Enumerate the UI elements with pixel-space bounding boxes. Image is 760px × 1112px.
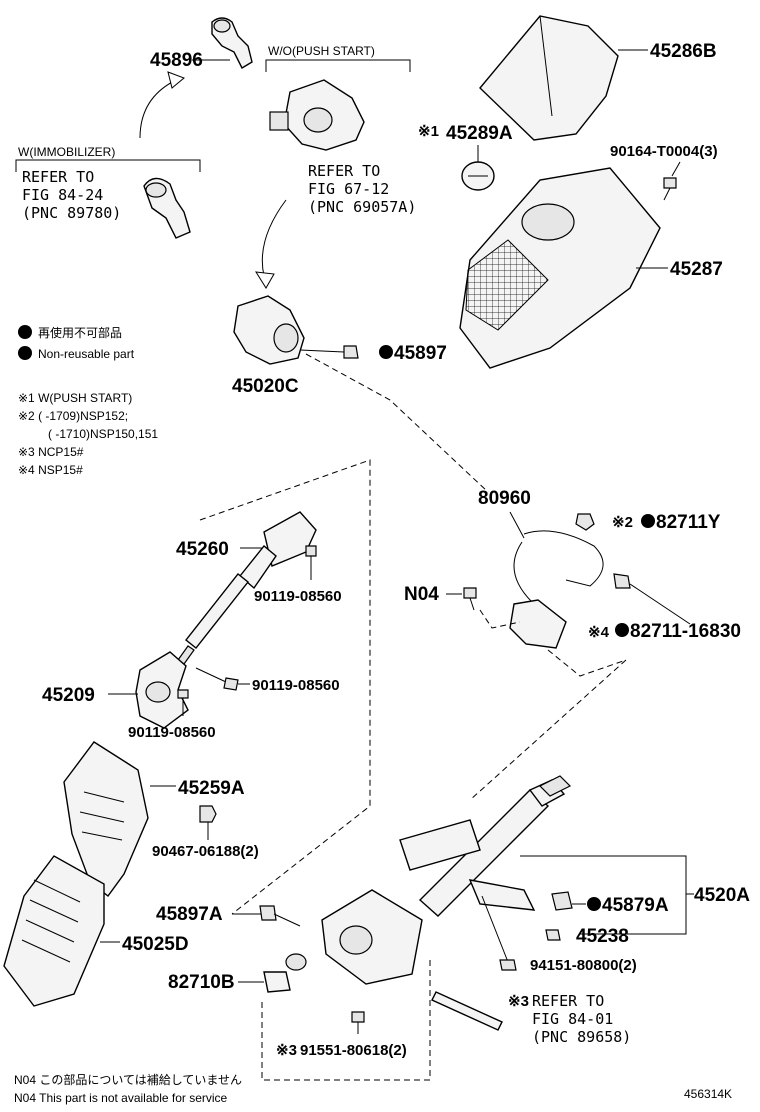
intermediate-shaft-45260 <box>177 511 317 665</box>
bolt-45897A <box>259 905 301 927</box>
svg-text:※3 NCP15#: ※3 NCP15# <box>18 445 84 459</box>
svg-text:REFER TO: REFER TO <box>22 168 94 186</box>
svg-text:※4 NSP15#: ※4 NSP15# <box>18 463 83 477</box>
non-reusable-dot-45879A <box>587 897 601 911</box>
bolt-91551 <box>351 1011 365 1034</box>
label-90119-c: 90119-08560 <box>128 724 216 741</box>
dashed-group-outline <box>199 459 371 915</box>
label-90119-a: 90119-08560 <box>254 588 342 605</box>
bolt-90119-c <box>177 689 189 716</box>
label-45879A: 45879A <box>602 895 669 916</box>
note-n04-jp: N04 この部品については補給していません <box>14 1072 242 1087</box>
lock-housing-45020C <box>233 295 305 365</box>
label-90119-b: 90119-08560 <box>252 677 340 694</box>
label-45020C: 45020C <box>232 376 299 397</box>
mark-3: ※3 <box>508 993 529 1010</box>
svg-text:REFER TO: REFER TO <box>532 992 604 1010</box>
note-n04-en: N04 This part is not available for servi… <box>14 1091 228 1105</box>
dashed-connector-2 <box>479 609 521 629</box>
label-45286B: 45286B <box>650 41 717 62</box>
nut-94151 <box>499 959 517 971</box>
bolt-45897 <box>299 345 359 359</box>
header-wo-push-start: W/O(PUSH START) <box>268 44 375 58</box>
clip-45879A <box>551 891 573 911</box>
universal-joint-45209 <box>135 651 189 729</box>
mark-4: ※4 <box>588 624 610 641</box>
label-45260: 45260 <box>176 539 229 560</box>
label-N04: N04 <box>404 584 439 605</box>
steering-lock-assembly <box>269 79 365 151</box>
svg-text:(PNC 89780): (PNC 89780) <box>22 204 121 222</box>
label-82711-16830: 82711-16830 <box>630 621 741 642</box>
header-w-immobilizer: W(IMMOBILIZER) <box>18 145 115 159</box>
svg-text:(PNC 89658): (PNC 89658) <box>532 1028 631 1046</box>
immobilizer-part <box>143 177 191 239</box>
arrow-curve-down <box>261 199 287 277</box>
dust-cover-45259A <box>63 741 149 897</box>
label-45259A: 45259A <box>178 778 245 799</box>
bolt-90119-b <box>195 667 239 691</box>
label-45025D: 45025D <box>122 934 189 955</box>
svg-text:FIG 84-24: FIG 84-24 <box>22 186 103 204</box>
boot-45025D <box>3 855 105 1007</box>
legend-jp: 再使用不可部品 <box>38 325 122 340</box>
ref-fig-84-01: REFER TO FIG 84-01 (PNC 89658) <box>532 992 631 1046</box>
label-4520A: 4520A <box>694 885 750 906</box>
dashed-connector-3 <box>469 649 627 801</box>
screw-90164 <box>663 177 677 201</box>
label-82711Y: 82711Y <box>656 512 721 533</box>
dashed-connector-1 <box>305 353 489 493</box>
diagram-code: 456314K <box>684 1087 732 1101</box>
svg-text:FIG 67-12: FIG 67-12 <box>308 180 389 198</box>
ref-fig-67-12: REFER TO FIG 67-12 (PNC 69057A) <box>308 162 416 216</box>
key-cylinder-45896 <box>211 17 253 69</box>
label-45289A: 45289A <box>446 123 513 144</box>
non-reusable-dot-45897 <box>379 345 393 359</box>
connector-82710B <box>263 953 307 993</box>
label-90467: 90467-06188(2) <box>152 843 259 860</box>
svg-text:※2 ( -1709)NSP152;: ※2 ( -1709)NSP152; <box>18 409 128 423</box>
nut-45238 <box>545 929 561 941</box>
legend-dot-jp <box>18 325 32 339</box>
bolt-90119-a <box>305 545 317 580</box>
label-94151: 94151-80800(2) <box>530 957 637 974</box>
screw-N04 <box>463 587 477 611</box>
non-reusable-dot-82711Y <box>641 514 655 528</box>
label-45209: 45209 <box>42 685 95 706</box>
bracket-ref <box>431 991 503 1031</box>
lower-cover-45287 <box>459 167 661 369</box>
upper-cover-45286B <box>479 15 619 141</box>
svg-text:FIG 84-01: FIG 84-01 <box>532 1010 613 1028</box>
label-45897A: 45897A <box>156 904 223 925</box>
clip-82711Y <box>575 513 595 531</box>
cover-45289A <box>461 161 495 191</box>
svg-text:※1 W(PUSH START): ※1 W(PUSH START) <box>18 391 132 405</box>
label-45238: 45238 <box>576 926 629 947</box>
svg-text:( -1710)NSP150,151: ( -1710)NSP150,151 <box>48 427 158 441</box>
nut-90467 <box>199 805 217 840</box>
label-45897: 45897 <box>394 343 447 364</box>
label-45896: 45896 <box>150 50 203 71</box>
ref-fig-84-24: REFER TO FIG 84-24 (PNC 89780) <box>22 168 121 222</box>
label-80960: 80960 <box>478 488 531 509</box>
footnotes: ※1 W(PUSH START) ※2 ( -1709)NSP152; ( -1… <box>18 391 158 477</box>
legend-en: Non-reusable part <box>38 347 135 361</box>
shaft-top <box>538 775 572 797</box>
label-91551: 91551-80618(2) <box>300 1042 407 1059</box>
svg-text:REFER TO: REFER TO <box>308 162 380 180</box>
non-reusable-dot-82711-16830 <box>615 623 629 637</box>
arrow-curve-up <box>139 79 177 139</box>
legend-dot-en <box>18 346 32 360</box>
label-82710B: 82710B <box>168 972 235 993</box>
label-45287: 45287 <box>670 259 723 280</box>
mark-3b: ※3 <box>276 1042 297 1059</box>
svg-text:(PNC 69057A): (PNC 69057A) <box>308 198 416 216</box>
wire-harness-80960 <box>509 530 604 649</box>
steering-column-4520A <box>321 779 566 985</box>
mark-2: ※2 <box>612 514 633 531</box>
mark-1: ※1 <box>418 123 439 140</box>
label-90164: 90164-T0004(3) <box>610 143 718 160</box>
clip-82711-16830 <box>613 573 691 625</box>
